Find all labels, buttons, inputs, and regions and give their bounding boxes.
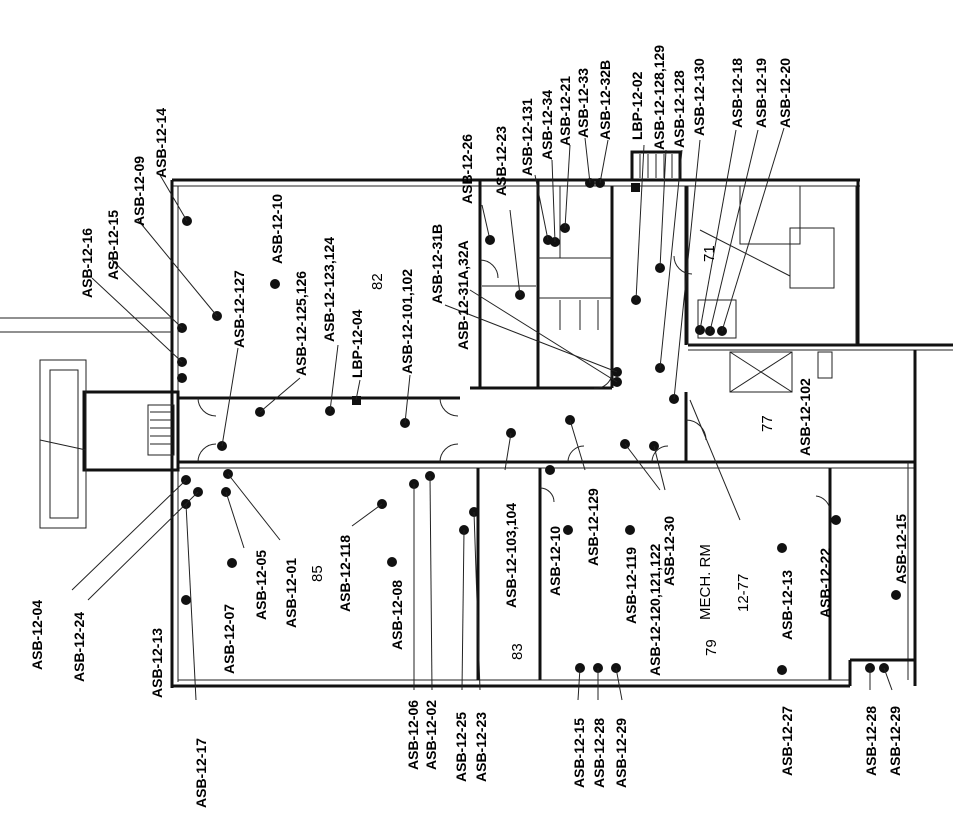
room-79-label: 79 [703,639,720,656]
sample-label: ASB-12-130 [691,58,707,136]
sample-label: ASB-12-04 [29,600,45,670]
sample-label: ASB-12-127 [231,270,247,348]
sample-label: ASB-12-13 [149,628,165,698]
sample-label: ASB-12-25 [453,712,469,782]
sample-label: ASB-12-05 [253,550,269,620]
sample-label: ASB-12-20 [777,58,793,128]
sample-label: ASB-12-101,102 [399,269,415,374]
sample-label: ASB-12-08 [389,580,405,650]
room-labels: 82 85 83 79 77 71 MECH. RM 12-77 [309,245,776,660]
sample-label: ASB-12-21 [557,76,573,146]
sample-label: ASB-12-128,129 [651,45,667,150]
sample-label: ASB-12-15 [571,718,587,788]
sample-label: ASB-12-27 [779,706,795,776]
sample-label: ASB-12-18 [729,58,745,128]
sample-label: ASB-12-19 [753,58,769,128]
sample-label: ASB-12-128 [671,70,687,148]
sample-label: LBP-12-02 [629,71,645,140]
room-77-label: 77 [759,415,776,432]
sample-label: ASB-12-33 [575,68,591,138]
sample-labels: ASB-12-16 ASB-12-15 ASB-12-09 ASB-12-14 … [29,45,909,808]
sample-label: ASB-12-31B [429,224,445,304]
sample-label: ASB-12-29 [613,718,629,788]
sample-label: ASB-12-118 [337,535,353,612]
room-82-label: 82 [369,273,386,290]
sample-label: ASB-12-22 [817,548,833,618]
sample-label: ASB-12-129 [585,488,601,566]
sample-label: ASB-12-01 [283,558,299,628]
sample-label: ASB-12-24 [71,612,87,682]
sample-label: ASB-12-16 [79,228,95,298]
sample-label: ASB-12-125,126 [293,271,309,376]
sample-label: ASB-12-15 [105,210,121,280]
mech-room-number: 12-77 [735,574,752,612]
sample-label: ASB-12-13 [779,570,795,640]
sample-label: ASB-12-31A,32A [455,240,471,350]
sample-label: ASB-12-17 [193,738,209,808]
room-85-label: 85 [309,565,326,582]
sample-label: ASB-12-123,124 [321,237,337,342]
sample-label: ASB-12-119 [623,547,639,624]
room-71-label: 71 [701,245,718,262]
sample-label: ASB-12-09 [131,156,147,226]
room-83-label: 83 [509,643,526,660]
sample-label: ASB-12-15 [893,514,909,584]
sample-label: ASB-12-131 [519,98,535,176]
sample-label: LBP-12-04 [349,309,365,378]
sample-label: ASB-12-06 [405,700,421,770]
sample-label: ASB-12-102 [797,378,813,456]
sample-label: ASB-12-103,104 [503,503,519,608]
sample-label: ASB-12-02 [423,700,439,770]
leader-lines [71,127,893,701]
sample-label: ASB-12-120,121,122 [647,543,663,676]
sample-label: ASB-12-10 [547,526,563,596]
sample-label: ASB-12-29 [887,706,903,776]
sample-label: ASB-12-28 [863,706,879,776]
sample-label: ASB-12-28 [591,718,607,788]
sample-label: ASB-12-23 [473,712,489,782]
sample-label: ASB-12-23 [493,126,509,196]
sample-label: ASB-12-32B [597,60,613,140]
sample-label: ASB-12-14 [153,108,169,178]
sample-label: ASB-12-07 [221,604,237,674]
mech-room-label: MECH. RM [697,544,714,620]
sample-label: ASB-12-10 [269,194,285,264]
sample-label: ASB-12-34 [539,90,555,160]
sample-label: ASB-12-30 [661,516,677,586]
sample-label: ASB-12-26 [459,134,475,204]
